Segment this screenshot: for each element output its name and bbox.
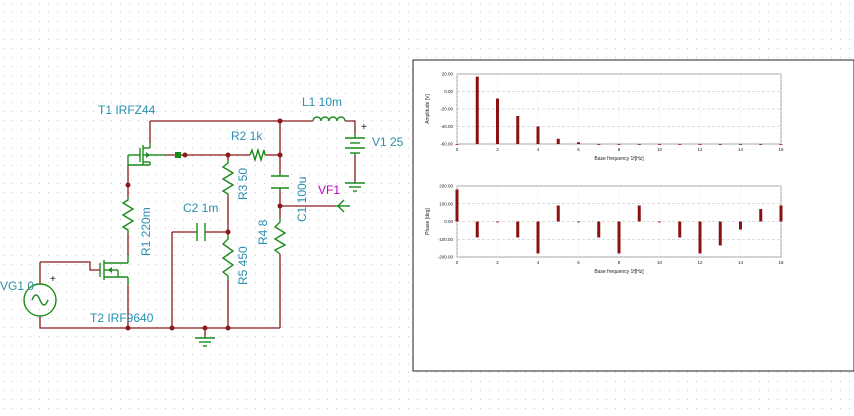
x-tick-label: 16 (778, 147, 784, 152)
y-axis-label: Amplitude [V] (425, 94, 431, 124)
r2-label: R2 1k (231, 129, 263, 143)
junction-dots (125, 118, 283, 331)
bar (577, 142, 580, 144)
x-tick-label: 8 (618, 260, 621, 265)
bar (658, 221, 661, 223)
x-tick-label: 2 (496, 260, 499, 265)
c2-label: C2 1m (183, 201, 218, 215)
y-tick-label: -20.00 (440, 107, 453, 112)
x-axis-label: Base frequency 1f[Hz] (594, 156, 644, 162)
x-tick-label: 10 (657, 147, 663, 152)
y-tick-label: -100.00 (438, 237, 454, 242)
bar (718, 144, 722, 145)
bar (536, 126, 540, 144)
r4-label: R4 8 (256, 219, 270, 245)
transistor-t2[interactable] (99, 255, 129, 285)
r5-label: R5 450 (236, 246, 250, 285)
bar (658, 144, 661, 145)
y-tick-label: -40.00 (440, 124, 453, 129)
vg1-plus-sign: + (50, 274, 56, 285)
bar (637, 144, 641, 145)
y-axis-label: Phase [deg] (425, 208, 431, 235)
x-tick-label: 10 (657, 260, 663, 265)
t1-label: T1 IRFZ44 (98, 103, 156, 117)
x-tick-label: 0 (456, 147, 459, 152)
vg1-label: VG1 0 (0, 279, 34, 293)
bar (475, 221, 479, 238)
c1-label: C1 100u (295, 177, 309, 222)
signal-source-vg1[interactable] (23, 283, 57, 317)
bar (678, 144, 682, 145)
x-tick-label: 12 (697, 260, 703, 265)
x-tick-label: 4 (537, 260, 540, 265)
y-tick-label: 20.00 (442, 72, 454, 77)
bar (779, 205, 783, 222)
bar (739, 221, 742, 230)
capacitor-c1[interactable] (271, 174, 289, 190)
bar (496, 221, 499, 223)
x-tick-label: 0 (456, 260, 459, 265)
bar (516, 116, 520, 144)
v1-plus-sign: + (361, 122, 367, 133)
resistor-r5[interactable] (221, 235, 235, 280)
l1-label: L1 10m (302, 95, 342, 109)
bar (536, 221, 540, 254)
x-tick-label: 14 (738, 147, 744, 152)
bar (597, 144, 601, 145)
x-tick-label: 6 (577, 260, 580, 265)
inductor-l1[interactable] (312, 116, 346, 122)
capacitor-c2[interactable] (196, 223, 206, 241)
x-tick-label: 16 (778, 260, 784, 265)
y-tick-label: 0.00 (444, 89, 453, 94)
resistor-r2[interactable] (249, 147, 266, 163)
x-tick-label: 6 (577, 147, 580, 152)
bar (556, 205, 560, 222)
ground-symbol-main (195, 337, 215, 347)
bar (597, 221, 601, 238)
bar (759, 209, 763, 222)
bar (556, 138, 560, 144)
bar (475, 76, 479, 144)
resistor-r1[interactable] (121, 197, 135, 233)
ground-symbol-v1 (345, 182, 365, 192)
battery-v1[interactable] (345, 134, 365, 156)
y-tick-label: 0.00 (444, 219, 453, 224)
bar (577, 221, 580, 223)
bar (617, 221, 621, 254)
bar (718, 221, 722, 246)
x-tick-label: 12 (697, 147, 703, 152)
resistor-r3[interactable] (221, 160, 235, 196)
bar (496, 98, 499, 144)
y-tick-label: 100.00 (439, 201, 453, 206)
bar (779, 144, 783, 145)
bar (739, 144, 742, 145)
vf1-label: VF1 (318, 183, 340, 197)
r3-label: R3 50 (236, 168, 250, 200)
x-axis-label: Base frequency 1f[Hz] (594, 269, 644, 275)
y-tick-label: -60.00 (440, 142, 453, 147)
bar (678, 221, 682, 238)
x-tick-label: 8 (618, 147, 621, 152)
x-tick-label: 4 (537, 147, 540, 152)
bar (759, 144, 763, 145)
t2-label: T2 IRF9640 (90, 311, 154, 325)
bar (617, 144, 621, 145)
bar (455, 144, 459, 145)
y-tick-label: -200.00 (438, 255, 454, 260)
voltage-probe-vf1[interactable] (335, 199, 350, 213)
y-tick-label: 200.00 (439, 184, 453, 189)
bar (637, 205, 641, 222)
v1-label: V1 25 (372, 135, 404, 149)
resistor-r4[interactable] (273, 218, 287, 255)
bar (698, 144, 702, 145)
x-tick-label: 2 (496, 147, 499, 152)
x-tick-label: 14 (738, 260, 744, 265)
bar (455, 189, 459, 222)
bar (698, 221, 702, 254)
transistor-t1[interactable] (127, 143, 181, 166)
r1-label: R1 220m (139, 207, 153, 256)
bar (516, 221, 520, 238)
